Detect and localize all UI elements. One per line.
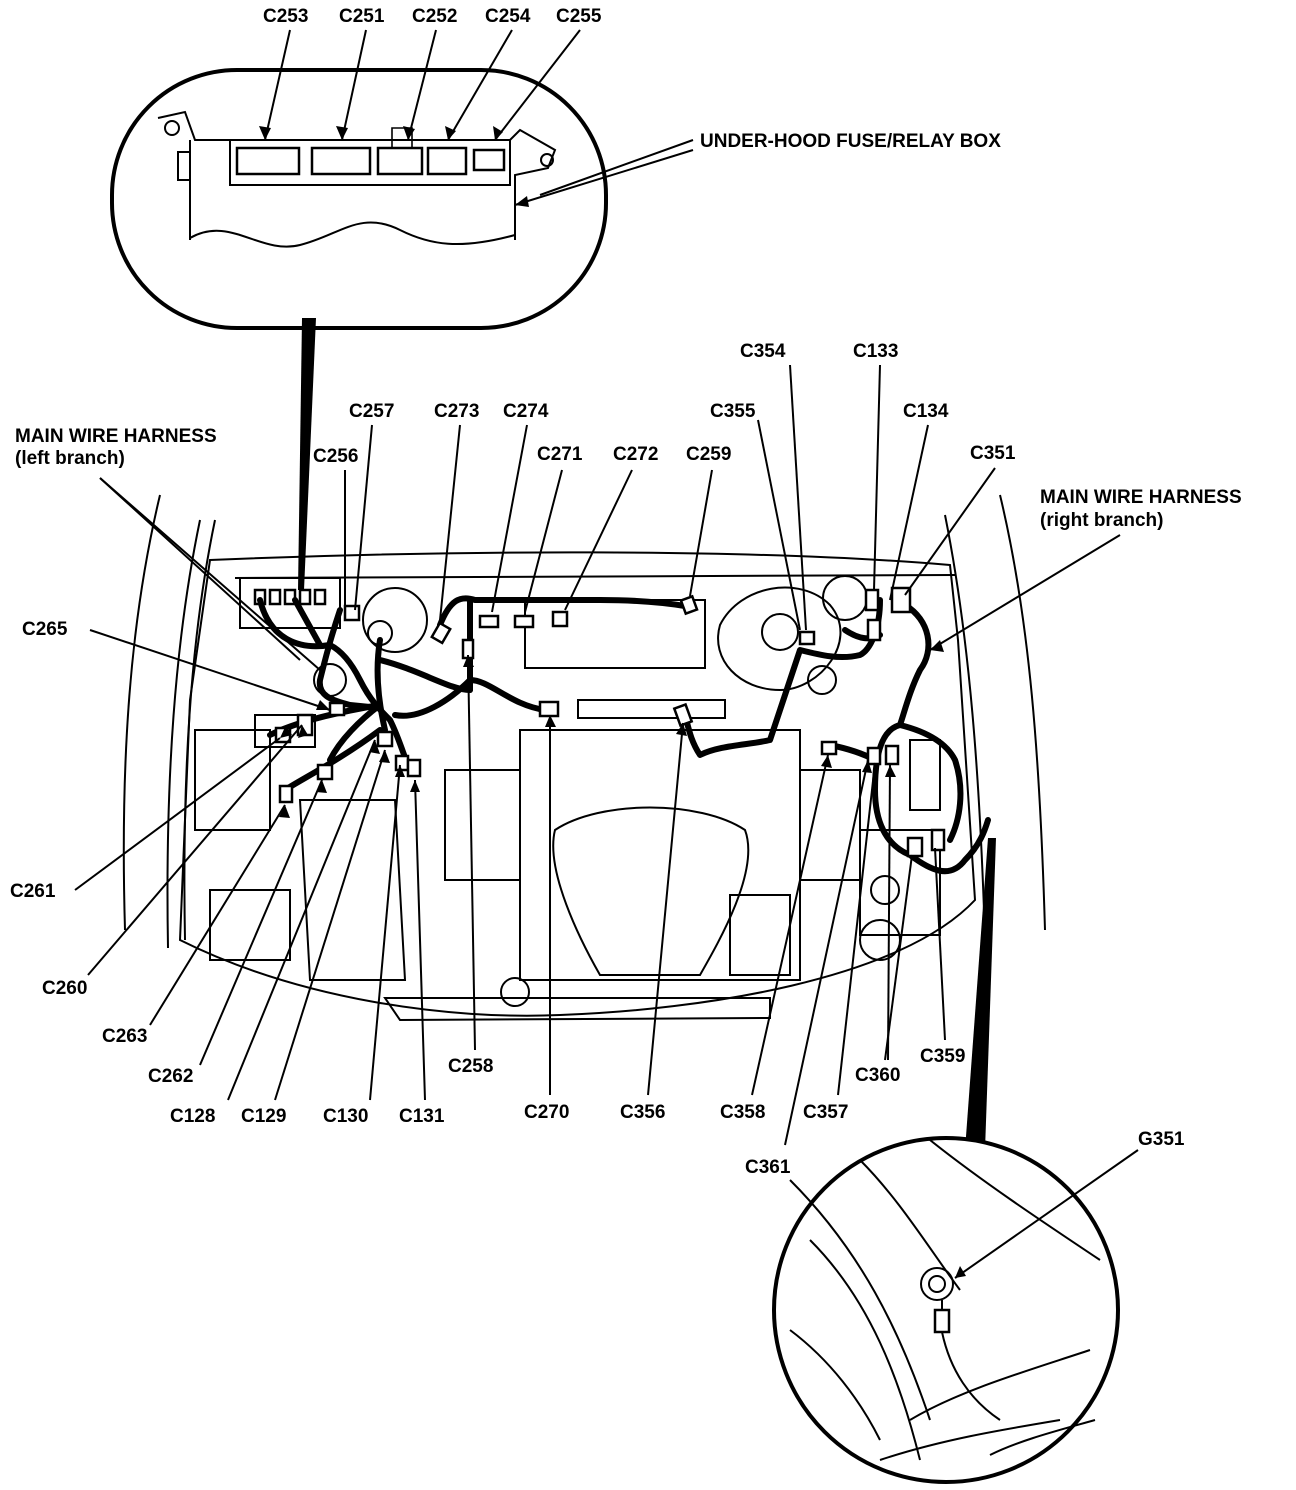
ground-inset — [772, 1136, 1120, 1484]
label-c270: C270 — [524, 1102, 569, 1123]
label-c358: C358 — [720, 1102, 765, 1123]
label-c128: C128 — [170, 1106, 215, 1127]
label-c261: C261 — [10, 881, 56, 902]
label-c361: C361 — [745, 1157, 791, 1178]
label-c263: C263 — [102, 1026, 147, 1047]
left-branch-sub: (left branch) — [15, 448, 125, 469]
right-branch-title: MAIN WIRE HARNESS — [1040, 487, 1242, 508]
label-c256: C256 — [313, 446, 358, 467]
label-c274: C274 — [503, 401, 549, 422]
wire-harness — [257, 586, 991, 875]
label-c351: C351 — [970, 443, 1016, 464]
label-c129: C129 — [241, 1106, 286, 1127]
label-c262: C262 — [148, 1066, 193, 1087]
fuse-box-leader — [298, 318, 316, 590]
label-c271: C271 — [537, 444, 583, 465]
fuse-box-inset — [110, 68, 608, 330]
label-c133: C133 — [853, 341, 898, 362]
label-c260: C260 — [42, 978, 87, 999]
label-c265: C265 — [22, 619, 68, 640]
fuse-box-callout: UNDER-HOOD FUSE/RELAY BOX — [700, 131, 1001, 152]
label-c354: C354 — [740, 341, 786, 362]
arrow-heads — [259, 126, 966, 1278]
label-c253: C253 — [263, 6, 308, 27]
label-c257: C257 — [349, 401, 394, 422]
label-c273: C273 — [434, 401, 479, 422]
label-c134: C134 — [903, 401, 949, 422]
label-c259: C259 — [686, 444, 731, 465]
label-c360: C360 — [855, 1065, 900, 1086]
label-c251: C251 — [339, 6, 385, 27]
label-c255: C255 — [556, 6, 602, 27]
leader-lines — [74, 29, 1139, 1279]
label-c357: C357 — [803, 1102, 848, 1123]
label-c254: C254 — [485, 6, 531, 27]
left-branch-title: MAIN WIRE HARNESS — [15, 426, 217, 447]
label-c130: C130 — [323, 1106, 368, 1127]
label-c272: C272 — [613, 444, 658, 465]
label-c131: C131 — [399, 1106, 445, 1127]
label-c356: C356 — [620, 1102, 665, 1123]
label-c252: C252 — [412, 6, 457, 27]
labels: C253 C251 C252 C254 C255 UNDER-HOOD FUSE… — [10, 6, 1242, 1178]
label-c355: C355 — [710, 401, 756, 422]
label-c258: C258 — [448, 1056, 493, 1077]
engine-bay — [122, 494, 1046, 1022]
right-branch-sub: (right branch) — [1040, 510, 1164, 531]
label-c359: C359 — [920, 1046, 965, 1067]
label-g351: G351 — [1138, 1129, 1185, 1150]
ground-leader — [965, 838, 996, 1150]
